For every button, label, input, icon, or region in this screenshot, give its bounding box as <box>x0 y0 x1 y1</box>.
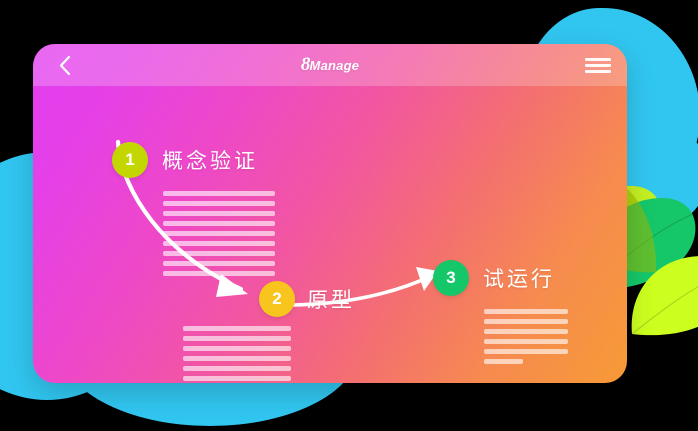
step-2-placeholder-lines <box>183 326 291 383</box>
placeholder-line <box>163 211 275 216</box>
brand-logo: 8Manage <box>301 54 359 76</box>
placeholder-line <box>183 336 291 341</box>
placeholder-line <box>183 366 291 371</box>
step-1-badge: 1 <box>112 142 148 178</box>
step-3-badge: 3 <box>433 260 469 296</box>
brand-logo-mark: 8 <box>300 54 311 75</box>
placeholder-line <box>183 376 291 381</box>
step-1-placeholder-lines <box>163 191 275 276</box>
step-3[interactable]: 3 试运行 <box>433 260 568 364</box>
step-2-badge: 2 <box>259 281 295 317</box>
brand-logo-word: Manage <box>309 58 360 73</box>
placeholder-line <box>484 319 568 324</box>
leaf-lime-icon <box>628 250 698 342</box>
step-1-title: 概念验证 <box>162 150 258 173</box>
hamburger-menu-button[interactable] <box>585 44 611 86</box>
placeholder-line <box>183 326 291 331</box>
placeholder-line <box>484 339 568 344</box>
step-2-header: 2 原型 <box>259 281 355 317</box>
placeholder-line <box>163 201 275 206</box>
placeholder-line <box>484 329 568 334</box>
placeholder-line <box>183 356 291 361</box>
step-2[interactable]: 2 原型 <box>183 281 355 381</box>
placeholder-line <box>163 261 275 266</box>
hamburger-menu-icon-bar-1 <box>585 57 611 61</box>
hamburger-menu-icon-bar-2 <box>585 63 611 67</box>
step-3-header: 3 试运行 <box>433 260 568 296</box>
app-header-bar: 8Manage <box>33 44 627 86</box>
placeholder-line <box>183 346 291 351</box>
placeholder-line <box>163 251 275 256</box>
chevron-left-icon <box>59 55 70 75</box>
app-card: 8Manage <box>33 44 627 383</box>
placeholder-line <box>163 191 275 196</box>
placeholder-line <box>163 221 275 226</box>
hamburger-menu-icon-bar-3 <box>585 69 611 73</box>
step-1[interactable]: 1 概念验证 <box>112 142 275 276</box>
step-1-header: 1 概念验证 <box>112 142 275 178</box>
placeholder-line <box>484 349 568 354</box>
step-3-title: 试运行 <box>483 268 555 291</box>
step-2-title: 原型 <box>307 289 355 312</box>
placeholder-line <box>163 271 275 276</box>
step-3-placeholder-lines <box>484 309 568 364</box>
placeholder-line <box>163 231 275 236</box>
placeholder-line <box>484 309 568 314</box>
placeholder-line <box>163 241 275 246</box>
placeholder-line-short <box>484 359 523 364</box>
app-content-area: 1 概念验证 2 原型 <box>33 86 627 383</box>
back-button[interactable] <box>47 44 81 86</box>
